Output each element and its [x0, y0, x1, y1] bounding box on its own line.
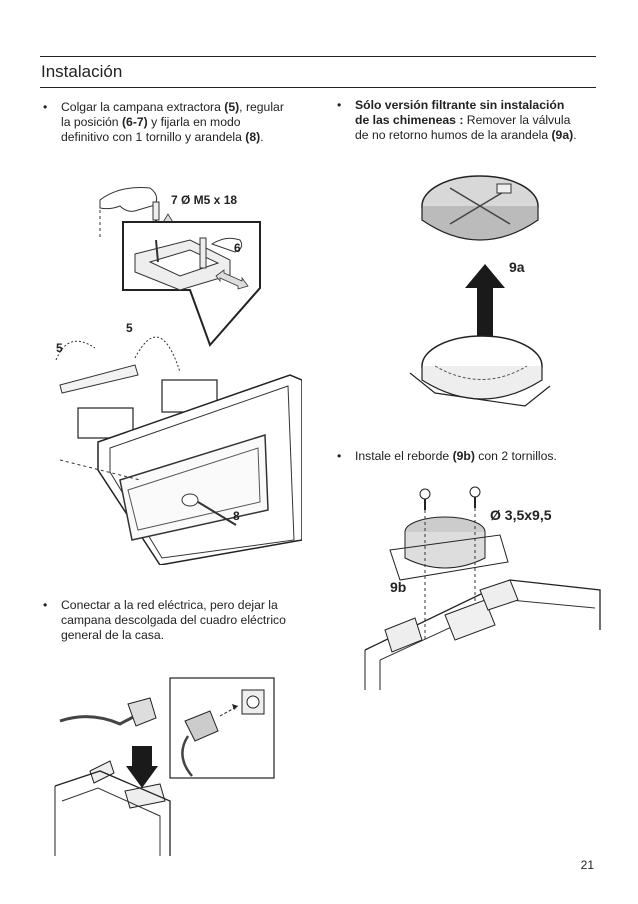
bullet-dot: • [43, 598, 48, 612]
label-9b: 9b [390, 579, 406, 595]
bullet-dot: • [337, 98, 342, 112]
label-6: 6 [234, 241, 241, 255]
label-9a: 9a [509, 259, 525, 275]
connect-power-illustration [54, 677, 275, 856]
hang-hood-illustration: 7 Ø M5 x 18 6 5 5 8 [55, 187, 302, 565]
install-flange-illustration: Ø 3,5x9,5 9b [364, 486, 601, 690]
title-rule [40, 87, 596, 88]
page-number: 21 [580, 858, 594, 872]
bullet-install-flange: • Instale el reborde (9b) con 2 tornillo… [337, 449, 557, 463]
figure-connect-power [50, 676, 280, 856]
figure-hang-hood: 7 Ø M5 x 18 6 5 5 8 [40, 180, 302, 565]
figure-install-flange: Ø 3,5x9,5 9b [360, 480, 610, 695]
label-5a: 5 [56, 341, 63, 355]
remove-valve-illustration: 9a [409, 175, 551, 407]
top-rule [40, 56, 596, 57]
bullet-filter-version: • Sólo versión filtrante sin instalación… [337, 98, 577, 142]
bullet-connect-power: • Conectar a la red eléctrica, pero deja… [43, 598, 286, 642]
bullet-hang-hood: • Colgar la campana extractora (5), regu… [43, 100, 284, 144]
label-screw-m5: 7 Ø M5 x 18 [171, 193, 237, 207]
figure-remove-valve: 9a [405, 168, 555, 428]
label-5b: 5 [126, 321, 133, 335]
page-title: Instalación [41, 62, 123, 81]
label-8: 8 [233, 509, 240, 523]
label-screw-spec: Ø 3,5x9,5 [490, 507, 552, 523]
bullet-dot: • [337, 449, 342, 463]
bullet-dot: • [43, 100, 48, 114]
